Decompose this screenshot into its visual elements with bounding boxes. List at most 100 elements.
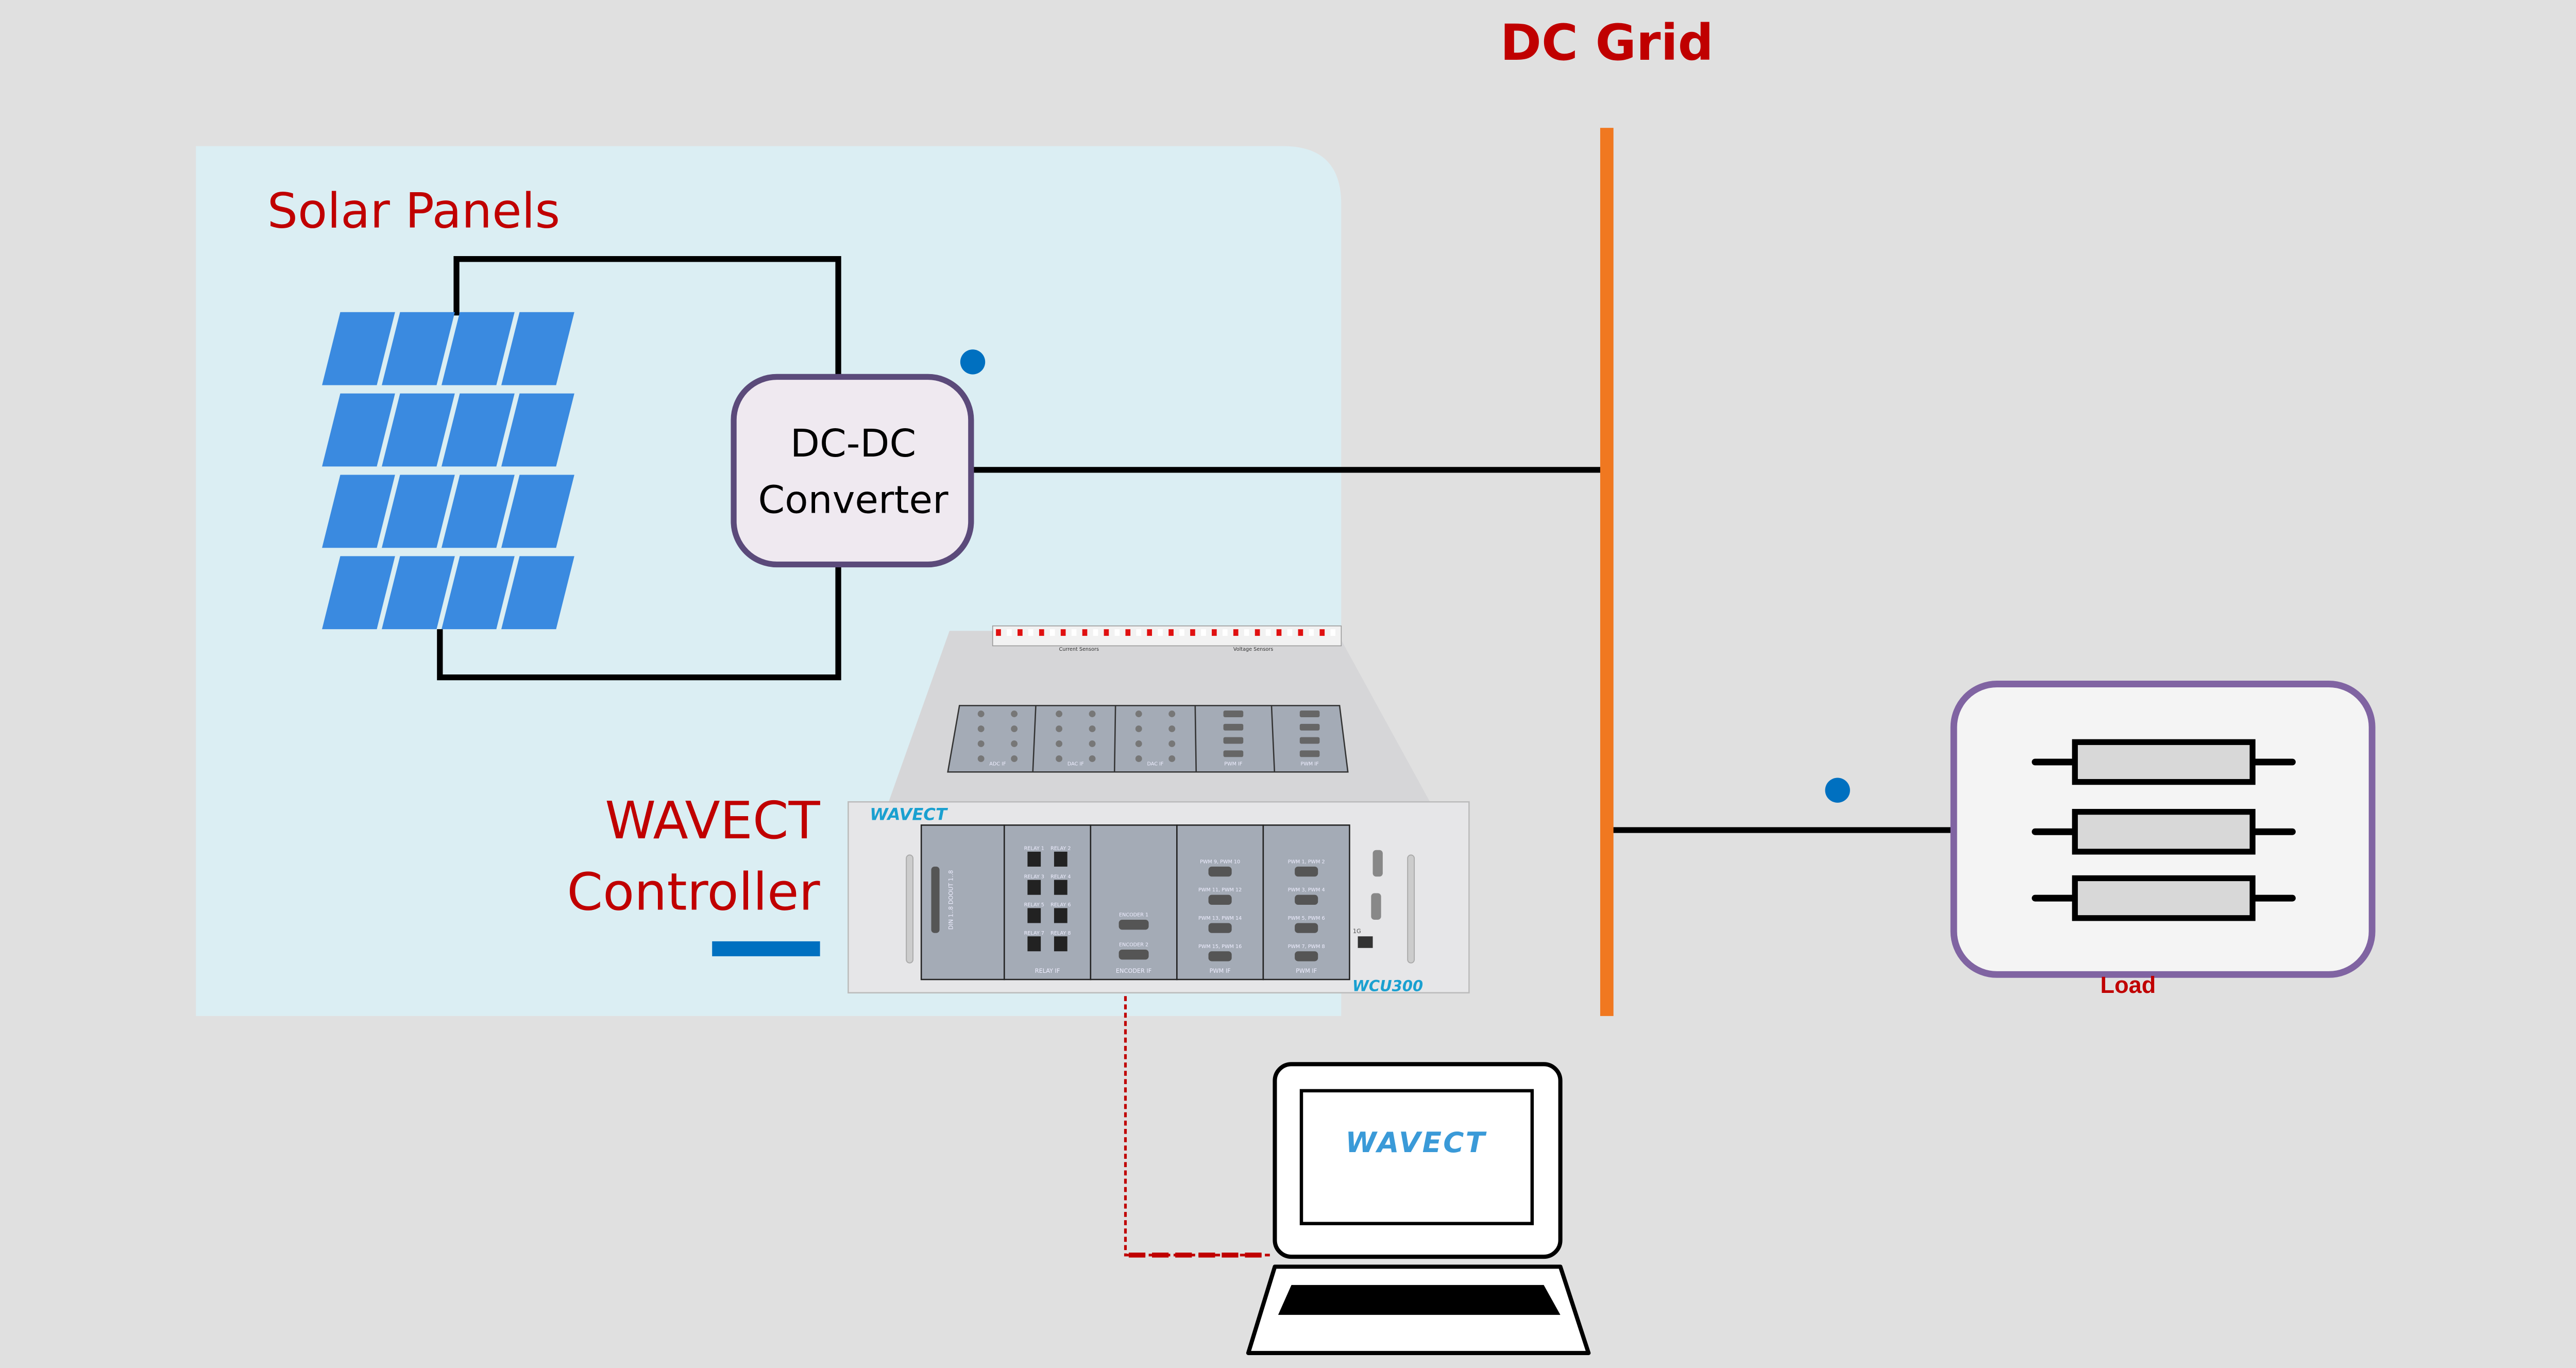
port-label: PWM 3, PWM 4	[1288, 887, 1325, 893]
front-module-label: DIN 1..8 DOOUT 1..8	[947, 870, 954, 930]
voltage-sensors-label: Voltage Sensors	[1233, 647, 1273, 652]
port-label: PWM 9, PWM 10	[1200, 859, 1240, 865]
dc-grid-title: DC Grid	[1500, 13, 1714, 72]
resistor-icon	[2031, 875, 2296, 921]
solar-panel-cell	[322, 556, 395, 630]
port-label: RELAY 6	[1050, 902, 1071, 908]
resistor-icon	[2031, 739, 2296, 785]
sensor-terminal	[1244, 629, 1249, 636]
solar-panel-cell	[382, 393, 455, 467]
solar-panel-cell	[501, 312, 574, 385]
port-label: RELAY 1	[1024, 846, 1044, 852]
sensor-terminal	[1233, 629, 1239, 636]
top-module: ADC IF	[977, 711, 1018, 767]
measurement-point-dot	[960, 349, 986, 375]
port-label: RELAY 5	[1024, 902, 1044, 908]
controller-label-line2: Controller	[567, 862, 820, 922]
sensor-terminal	[1298, 629, 1303, 636]
sensor-terminal	[1039, 629, 1044, 636]
converter-label-line1: DC-DC	[790, 421, 916, 466]
port-label: PWM 11, PWM 12	[1198, 887, 1242, 893]
port-label: ENCODER 2	[1119, 942, 1148, 948]
solar-panel-cell	[442, 556, 515, 630]
device-model-label: WCU300	[1352, 977, 1423, 995]
sensor-terminal	[1168, 629, 1174, 636]
sensor-terminal	[1071, 629, 1077, 636]
load-label: Load	[2100, 972, 2156, 998]
solar-panel-cell	[442, 393, 515, 467]
top-module-label: DAC IF	[1147, 761, 1164, 767]
sensor-terminal	[1265, 629, 1271, 636]
laptop: WAVECT	[1246, 1062, 1591, 1355]
port-label: PWM 15, PWM 16	[1198, 944, 1242, 950]
device-brand-logo: WAVECT	[870, 805, 948, 824]
solar-panel-cell	[382, 312, 455, 385]
dc-dc-converter: DC-DC Converter	[731, 374, 974, 568]
wcu300-controller-device: Current Sensors Voltage Sensors ADC IF DA…	[848, 625, 1470, 995]
front-module: PWM 9, PWM 10 PWM 11, PWM 12 PWM 13, PWM 1…	[1176, 824, 1264, 981]
top-module-label: PWM IF	[1301, 761, 1319, 767]
sensor-terminal	[1212, 629, 1217, 636]
converter-label-line2: Converter	[758, 478, 949, 522]
port-label: PWM 7, PWM 8	[1288, 944, 1325, 950]
port-label: PWM 5, PWM 6	[1288, 916, 1325, 921]
ethernet-label: 1G	[1353, 928, 1361, 935]
front-module-label: PWM IF	[1296, 968, 1317, 974]
port-label: RELAY 8	[1050, 931, 1071, 936]
top-module: DAC IF	[1032, 705, 1096, 772]
sensor-terminal	[1049, 629, 1055, 636]
top-module: DAC IF	[1113, 705, 1176, 772]
sensor-terminal	[1276, 629, 1282, 636]
resistor-icon	[2031, 808, 2296, 855]
wires	[437, 256, 1954, 833]
measurement-point-dot	[1825, 778, 1850, 803]
controller-label-line1: WAVECT	[605, 790, 820, 851]
controller-marker-bar	[712, 941, 820, 956]
top-module: PWM IF	[1270, 705, 1320, 772]
sensor-terminal	[1114, 629, 1120, 636]
current-sensors-label: Current Sensors	[1059, 647, 1099, 652]
sensor-terminal	[1028, 629, 1033, 636]
sensor-terminal	[1007, 629, 1012, 636]
port-label: PWM 13, PWM 14	[1198, 916, 1242, 921]
top-module-label: ADC IF	[989, 761, 1006, 767]
top-module-label: PWM IF	[1224, 761, 1242, 767]
laptop-screen-logo: WAVECT	[1345, 1126, 1486, 1159]
sensor-terminal	[1222, 629, 1228, 636]
sensor-terminal	[1319, 629, 1325, 636]
dc-bus-bar	[1600, 128, 1614, 1016]
sensor-terminal	[1287, 629, 1293, 636]
solar-panel-array	[322, 312, 574, 630]
sensor-terminal	[1082, 629, 1088, 636]
sensor-terminal	[1190, 629, 1195, 636]
sensor-terminal	[1018, 629, 1023, 636]
sensor-terminal	[1201, 629, 1206, 636]
front-module: DIN 1..8 DOOUT 1..8	[920, 824, 1005, 981]
solar-panel-cell	[322, 475, 395, 548]
solar-panel-cell	[501, 475, 574, 548]
sensor-terminal	[1179, 629, 1184, 636]
sensor-terminal	[1147, 629, 1153, 636]
top-module-label: DAC IF	[1067, 761, 1084, 767]
port-label: ENCODER 1	[1119, 913, 1148, 918]
solar-panel-cell	[442, 312, 515, 385]
laptop-keyboard	[1278, 1285, 1561, 1315]
sensor-terminal	[1060, 629, 1066, 636]
sensor-terminal	[1330, 629, 1336, 636]
load-block: Load	[1950, 681, 2376, 998]
port-label: RELAY 7	[1024, 931, 1044, 936]
solar-panel-cell	[322, 312, 395, 385]
sensor-terminal	[996, 629, 1001, 636]
front-module-label: PWM IF	[1210, 968, 1231, 974]
sensor-terminal	[1125, 629, 1131, 636]
solar-panel-cell	[501, 556, 574, 630]
solar-panel-cell	[442, 475, 515, 548]
solar-panel-cell	[382, 556, 455, 630]
port-label: RELAY 2	[1050, 846, 1071, 852]
sensor-terminal	[1093, 629, 1098, 636]
top-module: PWM IF	[1194, 705, 1244, 772]
